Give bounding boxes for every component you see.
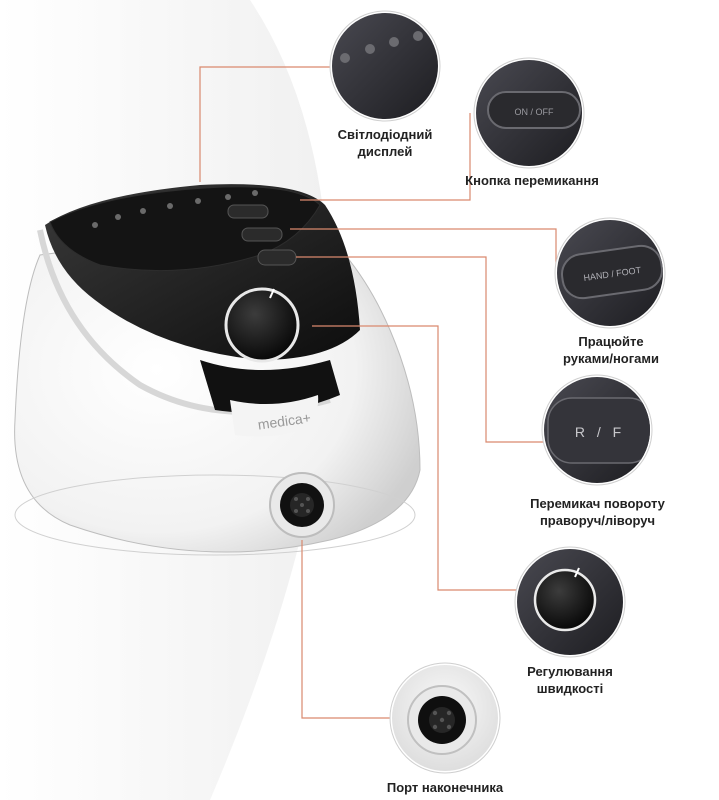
connector-lines — [199, 66, 557, 719]
line-direction — [296, 256, 545, 443]
on-off-text: ON / OFF — [515, 107, 554, 117]
line-port — [301, 540, 392, 719]
device-body — [14, 184, 421, 556]
line-led — [199, 66, 332, 182]
callout-led-circle — [329, 10, 441, 122]
label-handpiece-port: Порт наконечника — [386, 780, 504, 795]
callout-handfoot-circle: HAND / FOOT — [554, 217, 666, 329]
callout-switch-circle: ON / OFF — [473, 57, 585, 169]
label-switch-button: Кнопка перемикання — [465, 173, 599, 188]
callout-port-circle — [389, 662, 501, 774]
r-f-text: R / F — [575, 424, 625, 440]
line-handfoot — [290, 228, 557, 273]
callout-speed-circle — [514, 546, 626, 658]
line-switch — [300, 113, 471, 201]
line-speed — [312, 325, 517, 591]
callout-direction-circle: R / F — [541, 374, 653, 486]
brand-logo: medica+ — [257, 409, 312, 432]
